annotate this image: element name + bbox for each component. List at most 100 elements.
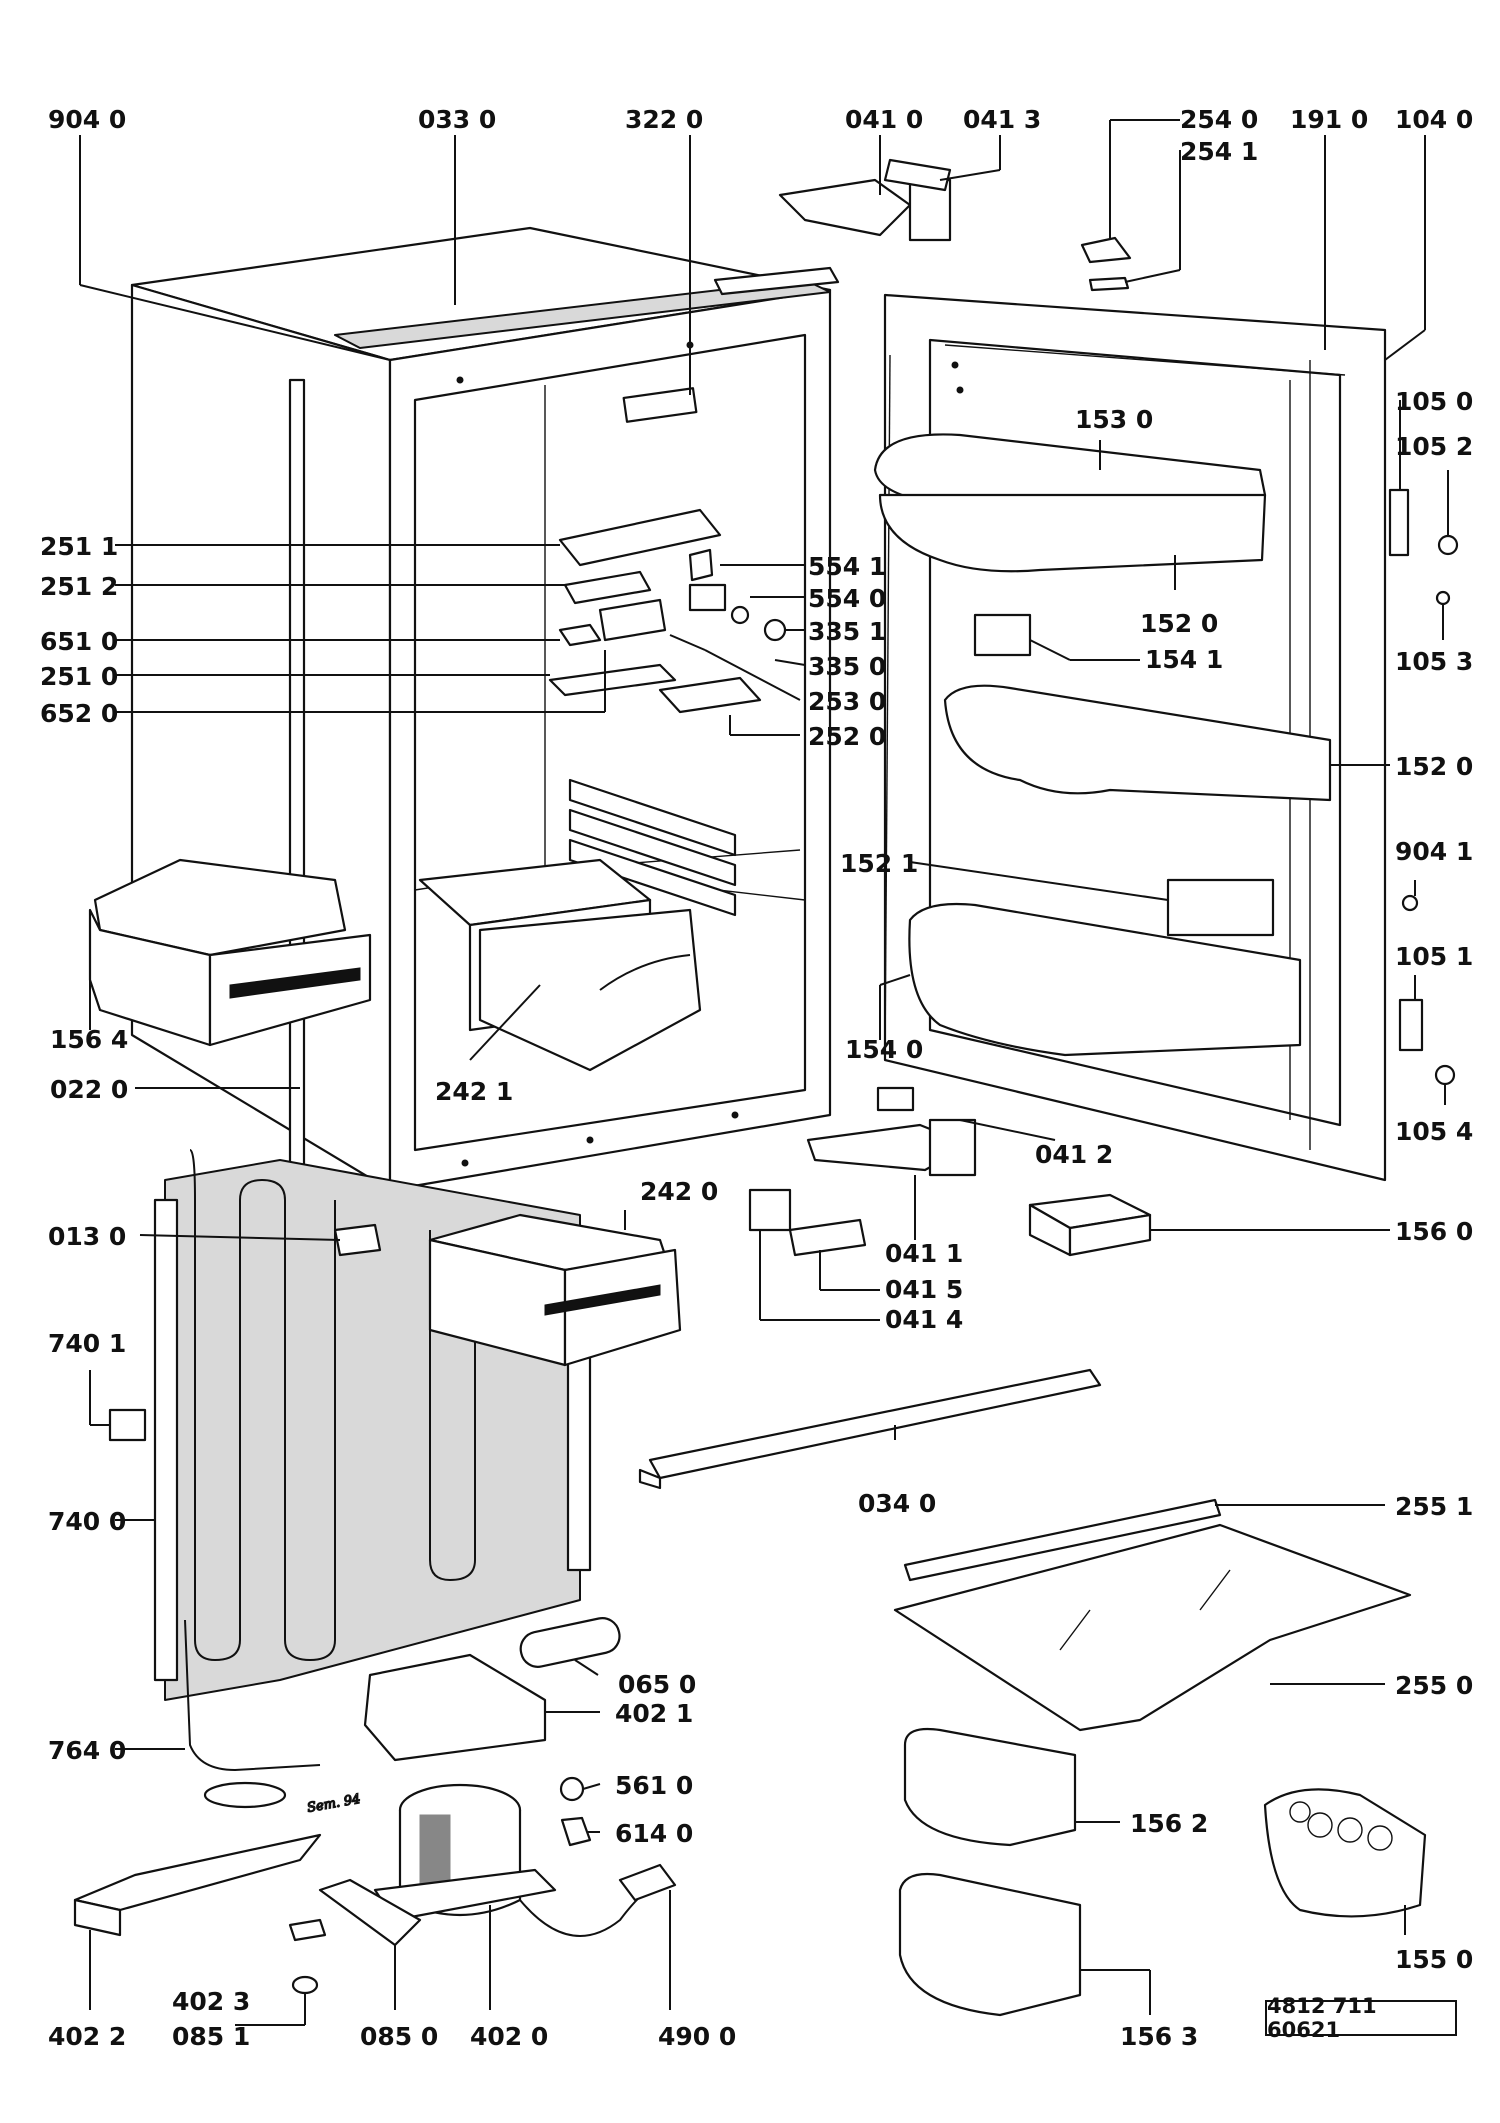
label-041-1: 041 1 <box>885 1239 963 1268</box>
label-041-0: 041 0 <box>845 105 923 134</box>
label-041-3: 041 3 <box>963 105 1041 134</box>
label-156-2: 156 2 <box>1130 1809 1208 1838</box>
label-105-2: 105 2 <box>1395 432 1473 461</box>
compressor-assembly <box>73 1617 677 1995</box>
label-740-1: 740 1 <box>48 1329 126 1358</box>
label-254-0: 254 0 <box>1180 105 1258 134</box>
crisper-drawer-inside <box>418 858 702 1072</box>
label-065-0: 065 0 <box>618 1670 696 1699</box>
label-191-0: 191 0 <box>1290 105 1368 134</box>
label-322-0: 322 0 <box>625 105 703 134</box>
glass-shelf-255 <box>893 1498 1412 1732</box>
label-490-0: 490 0 <box>658 2022 736 2051</box>
label-904-1: 904 1 <box>1395 837 1473 866</box>
clip-013-0 <box>333 1223 382 1257</box>
label-156-0: 156 0 <box>1395 1217 1473 1246</box>
document-number-box: 4812 711 60621 <box>1265 1994 1457 2042</box>
label-041-2: 041 2 <box>1035 1140 1113 1169</box>
screw-105-2 <box>1437 534 1459 556</box>
label-402-0: 402 0 <box>470 2022 548 2051</box>
label-254-1: 254 1 <box>1180 137 1258 166</box>
label-251-0: 251 0 <box>40 662 118 691</box>
label-013-0: 013 0 <box>48 1222 126 1251</box>
label-105-0: 105 0 <box>1395 387 1473 416</box>
part-254-0 <box>1080 236 1132 264</box>
hinge-041 <box>778 158 952 242</box>
hinge-lower-041 <box>748 1118 977 1257</box>
part-105-1 <box>1398 998 1424 1052</box>
rail-034-0 <box>638 1368 1102 1490</box>
egg-tray-155-0 <box>1263 1788 1427 1918</box>
part-740-1 <box>108 1408 147 1442</box>
screw-904-1 <box>1401 894 1419 912</box>
crisper-drawer-242-0 <box>428 1213 682 1367</box>
label-255-0: 255 0 <box>1395 1671 1473 1700</box>
bin-156-3 <box>898 1872 1082 2017</box>
label-740-0: 740 0 <box>48 1507 126 1536</box>
label-105-3: 105 3 <box>1395 647 1473 676</box>
label-252-0: 252 0 <box>808 722 886 751</box>
label-554-0: 554 0 <box>808 584 886 613</box>
label-904-0: 904 0 <box>48 105 126 134</box>
part-105-0 <box>1388 488 1410 557</box>
label-152-0-b: 152 0 <box>1395 752 1473 781</box>
label-104-0: 104 0 <box>1395 105 1473 134</box>
freezer-compartment-156-4 <box>88 858 372 1047</box>
label-153-0: 153 0 <box>1075 405 1153 434</box>
side-rail-740-0 <box>153 1198 179 1682</box>
label-255-1: 255 1 <box>1395 1492 1473 1521</box>
label-033-0: 033 0 <box>418 105 496 134</box>
clip-154-1 <box>973 613 1032 657</box>
shelf-rails <box>568 778 737 917</box>
part-254-1 <box>1088 276 1130 292</box>
refrigerator-cabinet <box>130 226 840 1192</box>
label-561-0: 561 0 <box>615 1771 693 1800</box>
door-shelf-154 <box>908 902 1302 1057</box>
label-242-1: 242 1 <box>435 1077 513 1106</box>
label-152-1: 152 1 <box>840 849 918 878</box>
label-402-3: 402 3 <box>172 1987 250 2016</box>
label-251-1: 251 1 <box>40 532 118 561</box>
label-155-0: 155 0 <box>1395 1945 1473 1974</box>
drain-tube <box>288 378 306 1282</box>
label-034-0: 034 0 <box>858 1489 936 1518</box>
bin-156-2 <box>903 1727 1077 1847</box>
leader-lines <box>79 119 1449 2026</box>
control-assembly <box>548 508 787 714</box>
label-651-0: 651 0 <box>40 627 118 656</box>
door-shelf-152 <box>943 684 1332 802</box>
handwritten-note: Sem. 94 <box>306 1792 362 1816</box>
refrigerator-door <box>873 293 1387 1182</box>
label-156-3: 156 3 <box>1120 2022 1198 2051</box>
label-764-0: 764 0 <box>48 1736 126 1765</box>
label-156-4: 156 4 <box>50 1025 128 1054</box>
label-253-0: 253 0 <box>808 687 886 716</box>
label-554-1: 554 1 <box>808 552 886 581</box>
label-085-1: 085 1 <box>172 2022 250 2051</box>
label-105-1: 105 1 <box>1395 942 1473 971</box>
label-614-0: 614 0 <box>615 1819 693 1848</box>
label-335-1: 335 1 <box>808 617 886 646</box>
label-041-5: 041 5 <box>885 1275 963 1304</box>
label-154-1: 154 1 <box>1145 645 1223 674</box>
label-402-1: 402 1 <box>615 1699 693 1728</box>
egg-box-152-1 <box>1166 878 1275 937</box>
door-shelf-153 <box>873 433 1267 573</box>
label-105-4: 105 4 <box>1395 1117 1473 1146</box>
label-335-0: 335 0 <box>808 652 886 681</box>
part-number-labels: 904 0 033 0 322 0 041 0 041 3 254 0 254 … <box>40 105 1473 2051</box>
label-085-0: 085 0 <box>360 2022 438 2051</box>
label-041-4: 041 4 <box>885 1305 963 1334</box>
label-652-0: 652 0 <box>40 699 118 728</box>
screw-105-4 <box>1434 1064 1456 1086</box>
screw-105-3 <box>1435 590 1451 606</box>
label-402-2: 402 2 <box>48 2022 126 2051</box>
bracket-322 <box>622 387 698 423</box>
hinge-plate <box>876 1086 915 1112</box>
butter-box-156-0 <box>1028 1193 1152 1257</box>
label-242-0: 242 0 <box>640 1177 718 1206</box>
label-152-0-a: 152 0 <box>1140 609 1218 638</box>
label-022-0: 022 0 <box>50 1075 128 1104</box>
